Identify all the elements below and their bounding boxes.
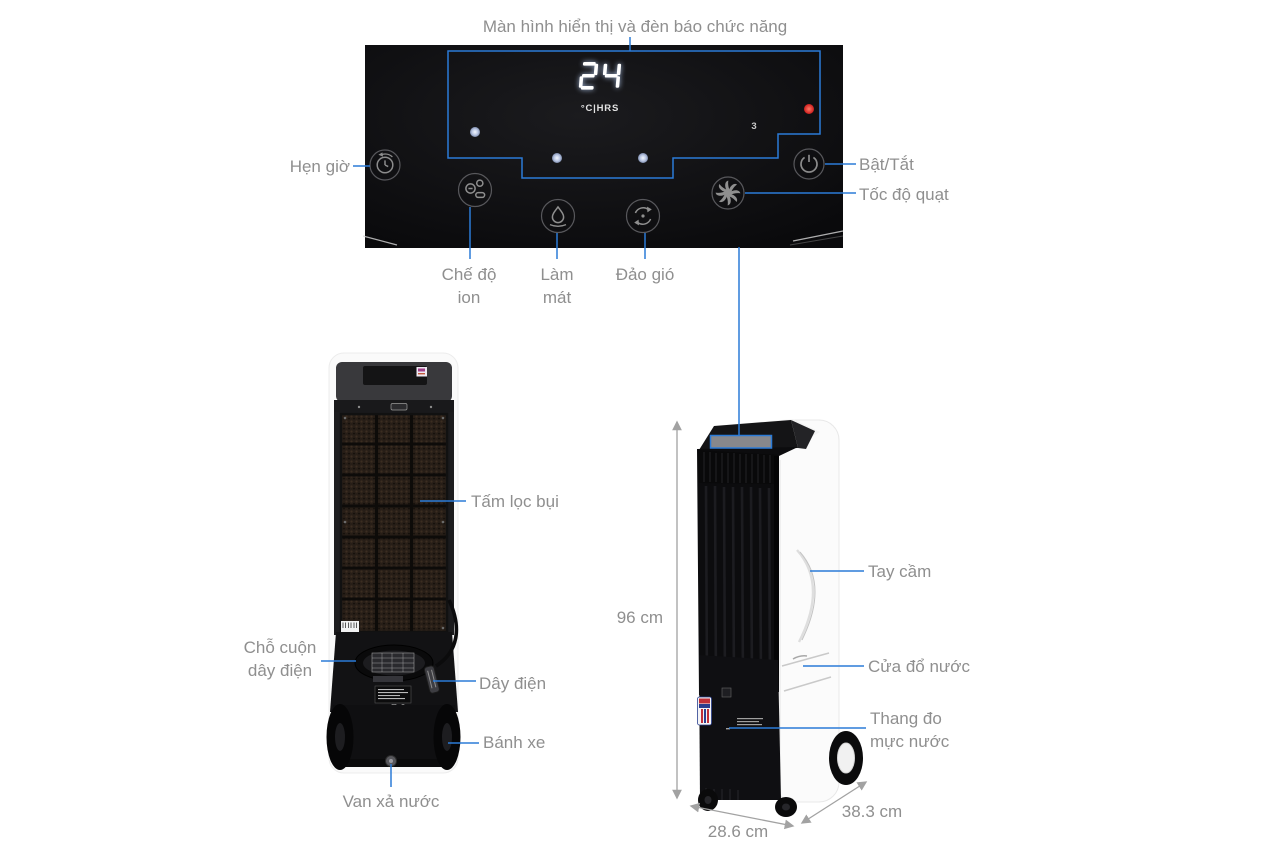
label-swing: Đảo gió — [615, 265, 675, 284]
label-cool: Làm mát — [540, 265, 574, 307]
made-in-thailand-badge — [697, 696, 712, 726]
fan-level-indicator: 3 — [751, 121, 756, 132]
back-view-photo — [326, 352, 461, 774]
label-power: Bật/Tắt — [859, 155, 914, 174]
seven-segment-display — [578, 62, 622, 90]
cool-led — [552, 153, 562, 163]
top-handle-recess — [363, 366, 427, 385]
side-body — [774, 419, 840, 803]
width-arrow — [689, 802, 795, 830]
ion-led — [470, 127, 480, 137]
power-led — [804, 104, 814, 114]
swing-icon — [625, 198, 661, 234]
brand-sticker — [416, 367, 427, 377]
label-screen: Màn hình hiển thị và đèn báo chức năng — [482, 17, 788, 36]
label-filter: Tấm lọc bụi — [471, 492, 559, 511]
callout-lines — [321, 37, 866, 787]
serial-strip — [373, 676, 403, 682]
timer-icon — [369, 149, 401, 181]
label-dim-depth: 38.3 cm — [841, 802, 903, 821]
label-cord-wrap: Chỗ cuộn dây điện — [243, 638, 317, 680]
control-panel-photo: °C|HRS 3 — [362, 45, 844, 248]
power-icon — [793, 148, 825, 180]
label-water-gauge: Thang đo mực nước — [870, 709, 950, 751]
label-handle: Tay cầm — [868, 562, 932, 581]
power-cord — [434, 599, 459, 668]
label-dim-width: 28.6 cm — [707, 822, 769, 841]
dust-filter — [339, 412, 449, 634]
display-callout-box — [447, 50, 821, 179]
water-level-gauge-mark — [726, 728, 730, 730]
back-wheels — [326, 704, 461, 770]
label-ion: Chế độ ion — [441, 265, 497, 307]
cool-icon — [540, 198, 576, 234]
display-units: °C|HRS — [581, 103, 619, 114]
swing-led — [638, 153, 648, 163]
power-plug — [423, 665, 440, 694]
side-handle-indent — [796, 549, 816, 643]
fan-speed-icon — [711, 176, 745, 210]
panel-location-box — [709, 434, 773, 449]
dimension-arrows — [672, 420, 868, 830]
label-wheel: Bánh xe — [483, 733, 546, 752]
depth-arrow — [800, 781, 868, 824]
water-fill-door — [781, 652, 832, 692]
label-dim-height: 96 cm — [616, 608, 663, 627]
label-water-door: Cửa đổ nước — [868, 657, 970, 676]
cord-wrap — [354, 644, 434, 682]
label-timer: Hẹn giờ — [289, 157, 350, 176]
label-fan-speed: Tốc độ quạt — [859, 185, 949, 204]
front-view-photo — [697, 419, 863, 817]
barcode-sticker — [341, 621, 359, 634]
label-cord: Dây điện — [479, 674, 547, 693]
ion-icon — [457, 172, 493, 208]
control-panel-location — [710, 435, 772, 448]
label-drain: Van xả nước — [342, 792, 440, 811]
